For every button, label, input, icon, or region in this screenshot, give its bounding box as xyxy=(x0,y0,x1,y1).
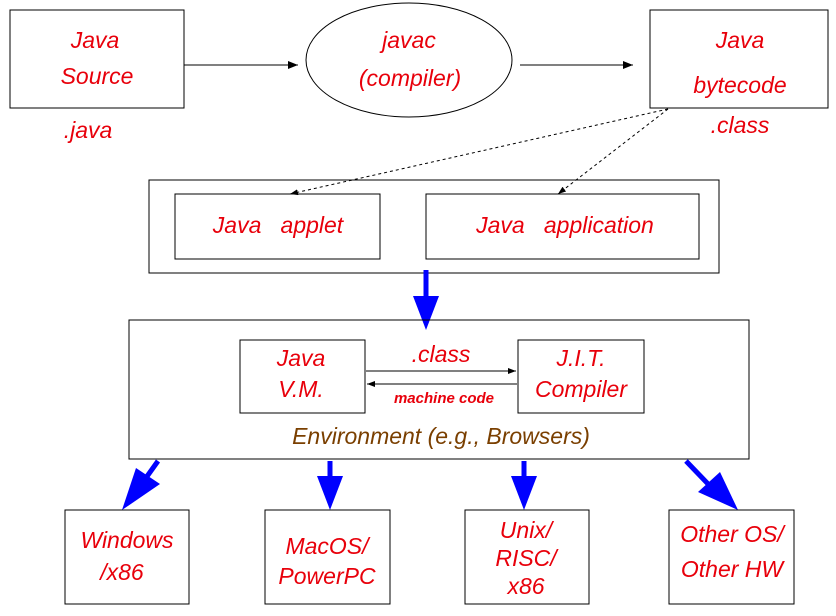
other-line1: Other OS/ xyxy=(680,521,786,547)
jvm-line2: V.M. xyxy=(278,376,324,402)
other-box xyxy=(668,509,795,605)
group-to-environment-arrow-head xyxy=(413,296,439,330)
applet-box xyxy=(174,193,381,260)
bytecode-box xyxy=(649,9,829,109)
env-to-macos-arrow-head xyxy=(317,476,343,510)
application-box xyxy=(425,193,700,260)
macos-line2: PowerPC xyxy=(278,563,376,589)
java-source-line2: Source xyxy=(61,63,134,89)
java-source-line1: Java xyxy=(70,27,120,53)
javac-ellipse xyxy=(305,2,513,118)
jit-line2: Compiler xyxy=(535,376,628,402)
jit-to-jvm-label: machine code xyxy=(394,390,494,407)
jit-line1: J.I.T. xyxy=(556,345,606,371)
javac-line2: (compiler) xyxy=(359,65,461,91)
env-to-other-arrow-head xyxy=(698,472,738,510)
jvm-box xyxy=(239,339,366,414)
env-to-unix-arrow-head xyxy=(511,476,537,510)
program-types-group xyxy=(148,179,720,274)
applet-label: Java applet xyxy=(212,212,345,238)
javac-line1: javac xyxy=(379,27,436,53)
application-label: Java application xyxy=(475,212,654,238)
environment-box xyxy=(128,319,750,460)
macos-box xyxy=(264,509,391,605)
macos-line1: MacOS/ xyxy=(285,533,371,559)
unix-line1: Unix/ xyxy=(500,517,555,543)
java-source-box xyxy=(9,9,185,109)
bytecode-line1: Java xyxy=(715,27,765,53)
bytecode-to-applet-dashed-arrow xyxy=(289,108,669,196)
environment-label: Environment (e.g., Browsers) xyxy=(292,423,590,449)
jit-box xyxy=(517,339,645,414)
java-source-caption: .java xyxy=(64,117,113,143)
unix-line2: RISC/ xyxy=(495,545,559,571)
jvm-to-jit-label: .class xyxy=(412,341,471,367)
windows-line1: Windows xyxy=(80,527,174,553)
env-to-windows-arrow-head xyxy=(122,468,160,510)
unix-line3: x86 xyxy=(506,573,544,599)
unix-box xyxy=(464,509,590,605)
bytecode-caption: .class xyxy=(711,112,770,138)
windows-line2: /x86 xyxy=(98,559,144,585)
windows-box xyxy=(64,509,190,605)
env-to-other-arrow-shaft xyxy=(684,459,712,488)
jvm-line1: Java xyxy=(276,345,326,371)
bytecode-line2: bytecode xyxy=(693,72,786,98)
other-line2: Other HW xyxy=(681,556,786,582)
